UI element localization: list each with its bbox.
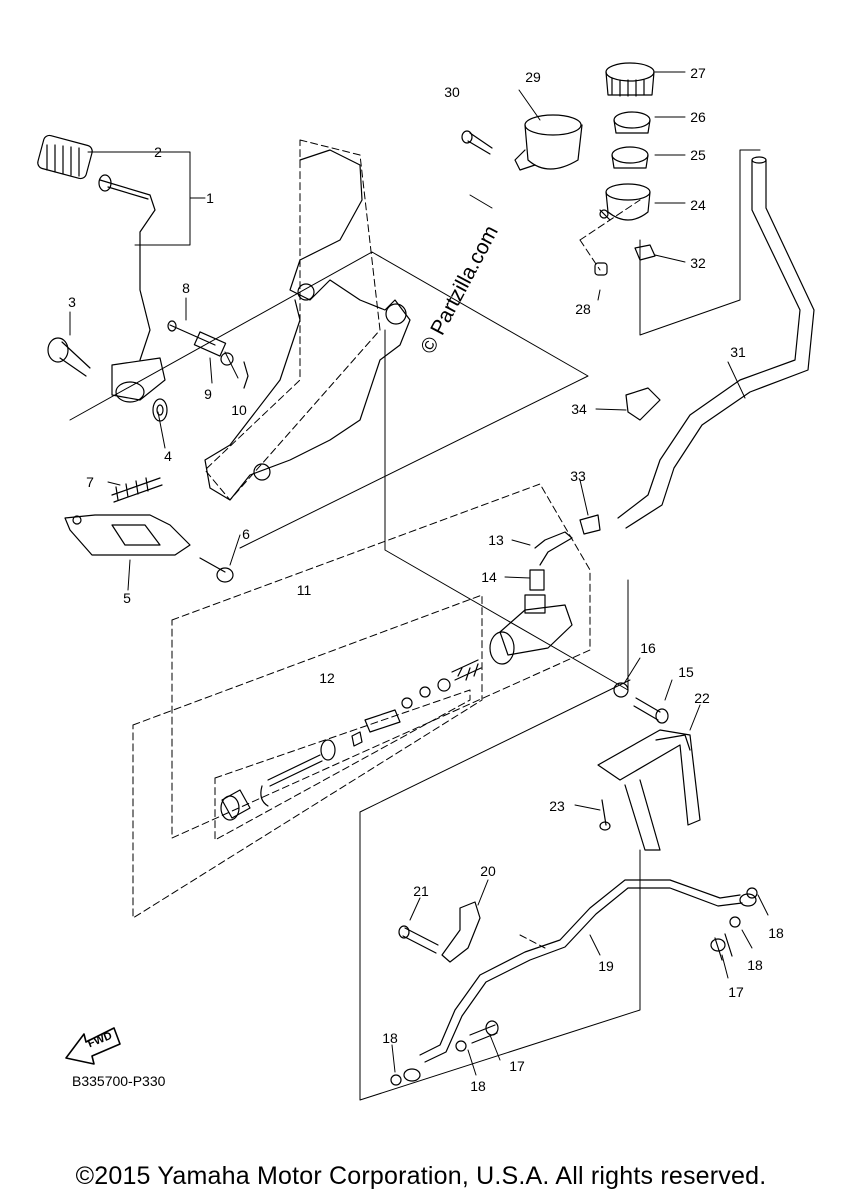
part-callout-6: 6 xyxy=(242,526,250,542)
hose-clip-34 xyxy=(625,387,661,421)
part-callout-15: 15 xyxy=(678,664,694,680)
part-callout-18a: 18 xyxy=(768,925,784,941)
hose-clamp-33 xyxy=(579,514,601,535)
diagram-code: B335700-P330 xyxy=(72,1073,166,1089)
return-spring xyxy=(111,477,163,503)
leader-lines xyxy=(69,71,769,1076)
part-callout-11: 11 xyxy=(296,582,312,598)
part-callout-26: 26 xyxy=(690,109,706,125)
clevis-pin xyxy=(167,320,249,389)
screw-30 xyxy=(461,130,493,155)
reservoir-cover-29 xyxy=(514,114,583,171)
part-callout-5: 5 xyxy=(123,590,131,606)
part-callout-21: 21 xyxy=(413,883,429,899)
part-callout-17b: 17 xyxy=(509,1058,525,1074)
spring-and-seals xyxy=(401,659,482,709)
bracket-bolt xyxy=(199,557,234,583)
part-callout-12: 12 xyxy=(319,670,335,686)
part-callout-3: 3 xyxy=(68,294,76,310)
reference-frames xyxy=(69,149,761,1101)
part-callout-16: 16 xyxy=(640,640,656,656)
part-callout-13: 13 xyxy=(488,532,504,548)
reservoir-cap xyxy=(605,62,655,97)
diaphragm xyxy=(611,146,649,169)
piston-kit xyxy=(220,709,401,821)
part-callout-24: 24 xyxy=(690,197,706,213)
part-callout-23: 23 xyxy=(549,798,565,814)
bolt-15 xyxy=(633,697,669,724)
part-callout-2: 2 xyxy=(154,144,162,160)
part-callout-8: 8 xyxy=(182,280,190,296)
union-bolts-17 xyxy=(469,933,733,1044)
hose-joint-13 xyxy=(534,531,573,566)
part-callout-25: 25 xyxy=(690,147,706,163)
grommet-28 xyxy=(594,262,608,276)
forward-direction-icon xyxy=(65,1027,121,1065)
part-callout-28: 28 xyxy=(575,301,591,317)
union-bolt-14 xyxy=(529,569,545,591)
bolt-21 xyxy=(398,925,439,954)
washers-18 xyxy=(390,887,758,1086)
part-callout-19: 19 xyxy=(598,958,614,974)
part-callout-33: 33 xyxy=(570,468,586,484)
part-callout-4: 4 xyxy=(164,448,172,464)
part-callout-30: 30 xyxy=(444,84,460,100)
reservoir-hose xyxy=(617,156,815,529)
part-callout-27: 27 xyxy=(690,65,706,81)
frame-bracket xyxy=(204,149,411,501)
reservoir-hose-clamp-32 xyxy=(634,244,656,261)
pedal-bracket xyxy=(64,514,191,556)
washer-16 xyxy=(613,682,629,698)
part-callout-18b: 18 xyxy=(747,957,763,973)
part-callout-31: 31 xyxy=(730,344,746,360)
part-callout-10: 10 xyxy=(231,402,247,418)
brake-hose-19 xyxy=(403,879,757,1082)
bolt-23 xyxy=(599,799,611,831)
part-callout-14: 14 xyxy=(481,569,497,585)
part-callout-7: 7 xyxy=(86,474,94,490)
washer-4 xyxy=(152,398,168,422)
part-callout-9: 9 xyxy=(204,386,212,402)
part-callout-1: 1 xyxy=(206,190,214,206)
part-callout-18d: 18 xyxy=(470,1078,486,1094)
bracket-22 xyxy=(597,729,701,851)
part-callout-22: 22 xyxy=(694,690,710,706)
part-callout-29: 29 xyxy=(525,69,541,85)
part-callout-32: 32 xyxy=(690,255,706,271)
diaphragm-plate xyxy=(613,111,651,134)
part-callout-18c: 18 xyxy=(382,1030,398,1046)
assembly-outlines xyxy=(132,139,641,949)
part-callout-20: 20 xyxy=(480,863,496,879)
reservoir xyxy=(599,183,651,221)
part-callout-17a: 17 xyxy=(728,984,744,1000)
brake-pedal xyxy=(37,134,166,403)
hose-guide-20 xyxy=(441,901,481,963)
master-cylinder-body xyxy=(489,594,573,665)
part-callout-34: 34 xyxy=(571,401,587,417)
copyright-notice: ©2015 Yamaha Motor Corporation, U.S.A. A… xyxy=(75,1162,767,1190)
pedal-shaft-bolt xyxy=(47,337,91,377)
